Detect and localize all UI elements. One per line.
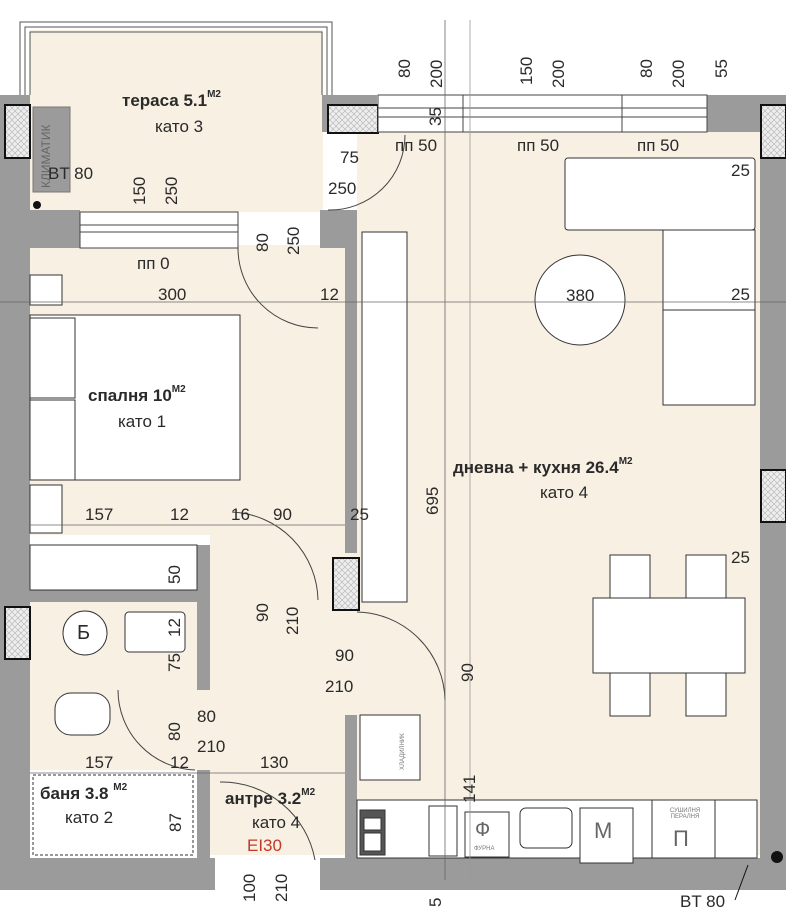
terrace-code: като 3	[155, 117, 204, 136]
oven-symbol: Ф	[475, 819, 491, 841]
sofa-chaise	[662, 229, 756, 406]
bedroom-code: като 1	[118, 412, 167, 431]
dim: 80	[165, 722, 184, 741]
dim: 55	[712, 59, 731, 78]
dim: 250	[328, 179, 357, 198]
dishwasher-symbol: М	[594, 818, 613, 843]
dim: 12	[320, 285, 339, 304]
oven-label: ФУРНА	[474, 846, 495, 852]
dim: 25	[731, 161, 750, 180]
ac-unit	[32, 106, 71, 193]
windows	[79, 94, 708, 249]
fridge	[359, 714, 421, 781]
dim: 90	[335, 646, 354, 665]
dim: 80	[197, 707, 216, 726]
washer-symbol: П	[673, 826, 689, 851]
boiler	[62, 610, 108, 656]
fire-rating: EI30	[247, 836, 282, 855]
dim: 12	[165, 618, 184, 637]
dim: 80	[253, 233, 272, 252]
dim: 90	[458, 663, 477, 682]
wardrobe	[29, 544, 198, 591]
dim: 80	[637, 59, 656, 78]
fridge-label: ХЛАДИЛНИК	[400, 733, 406, 770]
dim: 150	[130, 176, 149, 205]
dim: 12	[170, 505, 189, 524]
dim: 25	[350, 505, 369, 524]
dim: 157	[85, 505, 114, 524]
dim: 695	[423, 486, 442, 515]
structural-columns	[4, 104, 786, 660]
dim: 200	[669, 59, 688, 88]
dim: 75	[340, 148, 359, 167]
dim: 90	[253, 603, 272, 622]
dim: 157	[85, 753, 114, 772]
dim: 25	[731, 285, 750, 304]
dim: 75	[165, 653, 184, 672]
dim: пп 50	[637, 136, 680, 155]
dim: 25	[731, 548, 750, 567]
dim: 90	[273, 505, 292, 524]
door-swings	[117, 134, 446, 861]
living-title: дневна + кухня 26.4M2	[453, 456, 633, 477]
dimension-lines	[0, 20, 786, 880]
rug	[534, 254, 626, 346]
dim: пп 0	[137, 254, 170, 273]
dim: 87	[166, 813, 185, 832]
dim: 200	[427, 59, 446, 88]
dim: пп 50	[395, 136, 438, 155]
kitchen-sink	[519, 807, 573, 849]
terrace-floor	[30, 30, 323, 212]
dining-table	[592, 597, 746, 674]
dim: 5	[426, 897, 445, 907]
bt80-leader	[734, 864, 749, 901]
dim: 200	[549, 59, 568, 88]
dim: 50	[165, 565, 184, 584]
dim: 150	[517, 56, 536, 85]
dim: пп 50	[517, 136, 560, 155]
living-code: като 4	[540, 483, 589, 502]
dim: 35	[426, 107, 445, 126]
dim: 100	[240, 873, 259, 902]
sofa	[564, 157, 756, 231]
terrace-title: тераса 5.1M2	[122, 89, 221, 110]
shower	[32, 774, 194, 856]
toilet	[54, 692, 111, 736]
hall-code: като 4	[252, 813, 301, 832]
tv-unit	[361, 231, 408, 603]
dim: 250	[284, 226, 303, 255]
cooktop	[428, 805, 458, 857]
bath-code: като 2	[65, 808, 114, 827]
bt80-point-bottom	[771, 851, 783, 863]
bt80-bottom-label: BT 80	[680, 892, 726, 907]
dim: 16	[231, 505, 250, 524]
bath-sink	[124, 611, 186, 653]
dim: 250	[162, 176, 181, 205]
boiler-label: Б	[77, 622, 91, 644]
washer-label: СУШИЛНЯ ПЕРАЛНЯ	[669, 808, 701, 820]
dim: 141	[460, 774, 479, 803]
terrace-railing	[19, 21, 333, 95]
bt80-point-top	[33, 201, 41, 209]
dim: 210	[197, 737, 226, 756]
dim: 210	[325, 677, 354, 696]
dim: 300	[158, 285, 187, 304]
hall-title: антре 3.2M2	[225, 787, 316, 808]
dim: 12	[170, 753, 189, 772]
dim: 210	[283, 606, 302, 635]
bt80-top-label: BT 80	[48, 164, 94, 183]
dim: 130	[260, 753, 289, 772]
rug-diameter: 380	[566, 286, 595, 305]
bedroom-title: спалня 10M2	[88, 384, 186, 405]
dim: 80	[395, 59, 414, 78]
dim: 210	[272, 873, 291, 902]
bath-title: баня 3.8 M2	[40, 782, 128, 803]
